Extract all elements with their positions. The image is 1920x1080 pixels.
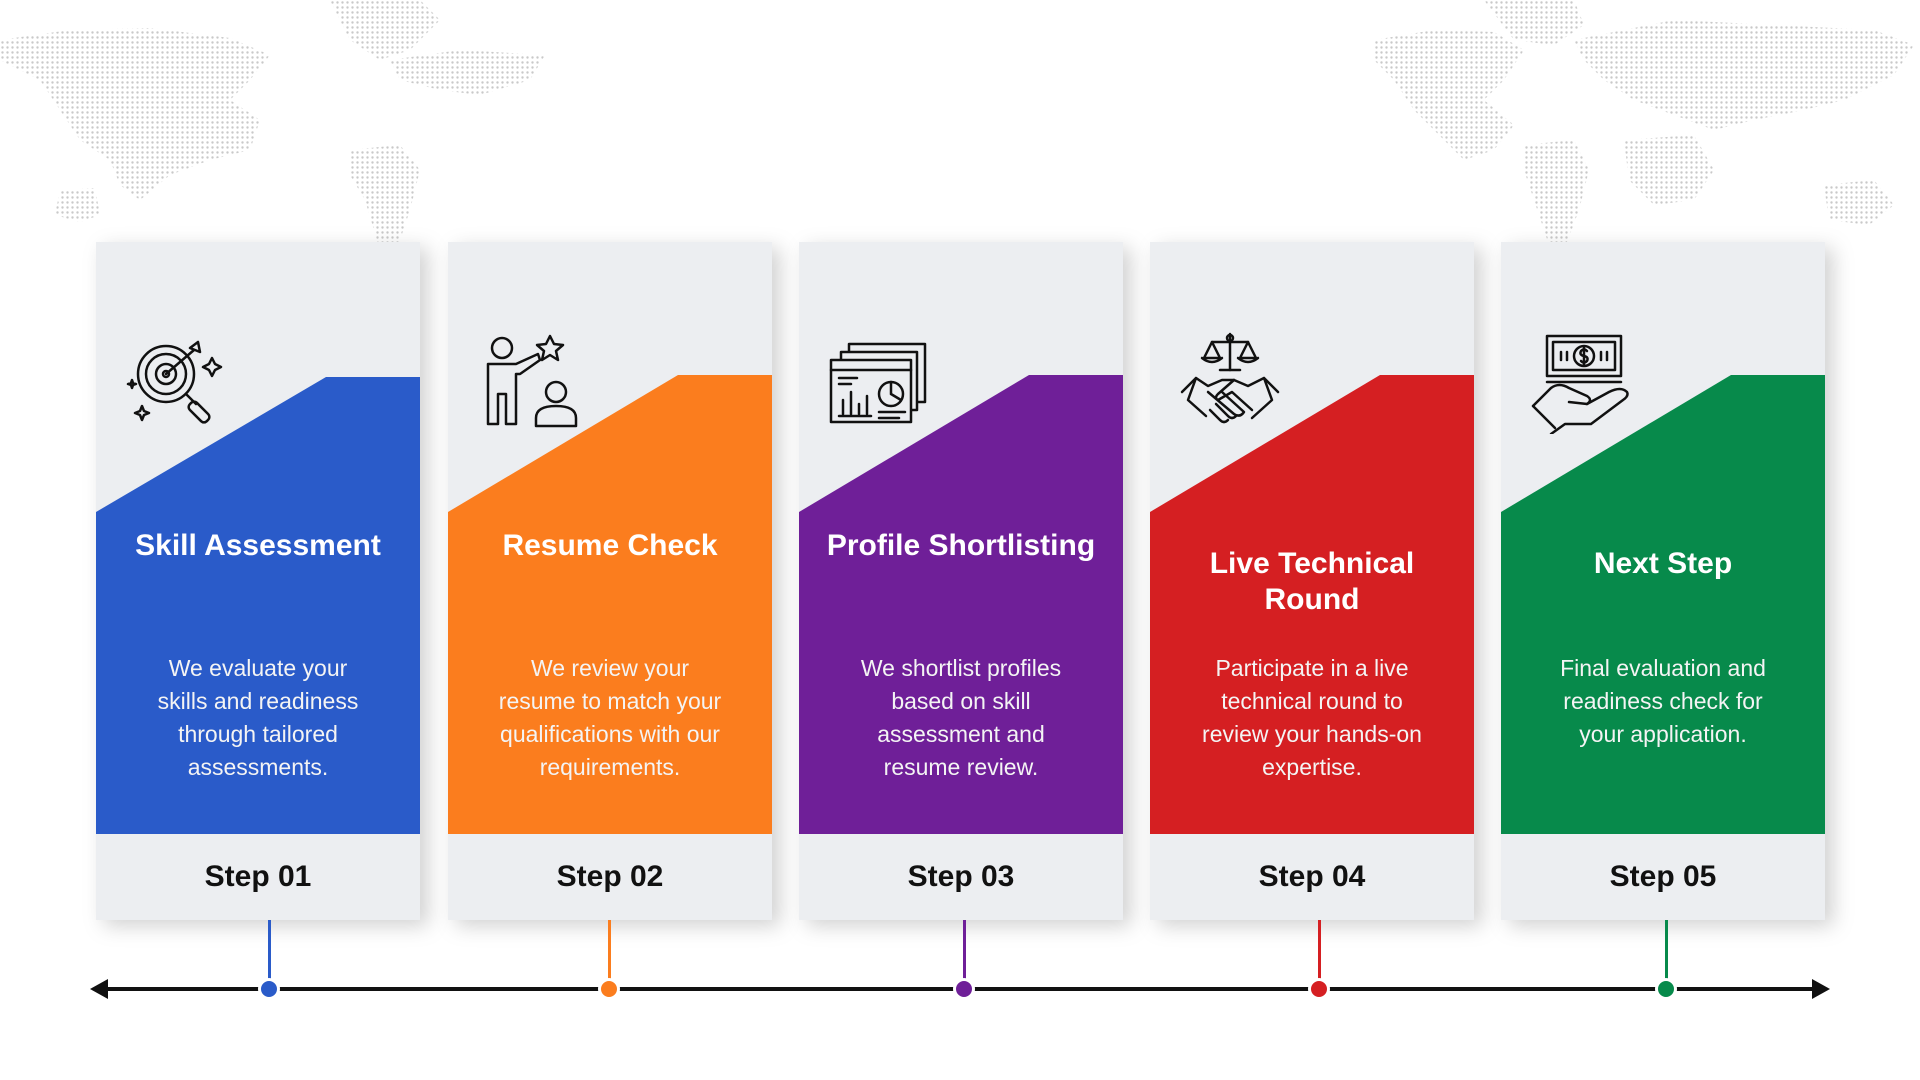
- step-card-2-description: We review your resume to match your qual…: [498, 655, 722, 780]
- step-card-4-background: [1150, 242, 1474, 920]
- timeline-dot-2: [598, 978, 620, 1000]
- step-card-2: Resume Check We review your resume to ma…: [448, 242, 772, 920]
- step-2-connector: [608, 920, 611, 990]
- target-magnifier-icon: [126, 340, 223, 424]
- step-card-5-description: Final evaluation and readiness check for…: [1560, 655, 1766, 747]
- step-card-5: Next Step Final evaluation and readiness…: [1501, 242, 1825, 920]
- timeline-dot-5: [1655, 978, 1677, 1000]
- step-card-1-label: Step 01: [96, 834, 420, 920]
- world-map-left-decoration: [0, 0, 545, 255]
- step-card-1: Skill Assessment We evaluate your skills…: [96, 242, 420, 920]
- report-chart-icon: [829, 342, 927, 424]
- step-card-5-label: Step 05: [1501, 834, 1825, 920]
- timeline-dot-4: [1308, 978, 1330, 1000]
- step-card-4: Live Technical Round Participate in a li…: [1150, 242, 1474, 920]
- step-card-3-description: We shortlist profiles based on skill ass…: [860, 655, 1062, 780]
- step-4-connector: [1318, 920, 1321, 990]
- step-1-connector: [268, 920, 271, 990]
- step-card-4-description: Participate in a live technical round to…: [1202, 655, 1422, 780]
- step-5-connector: [1665, 920, 1668, 990]
- step-card-1-background: [96, 242, 420, 920]
- step-card-3-label: Step 03: [799, 834, 1123, 920]
- handshake-scale-icon: [1180, 332, 1280, 424]
- timeline-dot-1: [258, 978, 280, 1000]
- step-card-1-title: Skill Assessment: [135, 529, 381, 562]
- step-card-2-title: Resume Check: [502, 529, 718, 562]
- step-card-1-description: We evaluate your skills and readiness th…: [157, 655, 359, 780]
- money-hand-icon: [1531, 334, 1629, 434]
- step-3-connector: [963, 920, 966, 990]
- step-card-5-background: [1501, 242, 1825, 920]
- step-card-3-background: [799, 242, 1123, 920]
- step-card-4-title: Live Technical Round: [1209, 547, 1415, 616]
- step-card-2-label: Step 02: [448, 834, 772, 920]
- step-card-5-title: Next Step: [1593, 547, 1733, 580]
- world-map-right-decoration: [1374, 0, 1914, 250]
- step-card-2-background: [448, 242, 772, 920]
- step-card-3: Profile Shortlisting We shortlist profil…: [799, 242, 1123, 920]
- timeline-dot-3: [953, 978, 975, 1000]
- step-card-4-label: Step 04: [1150, 834, 1474, 920]
- presenter-star-icon: [486, 334, 578, 428]
- step-card-3-title: Profile Shortlisting: [826, 529, 1096, 562]
